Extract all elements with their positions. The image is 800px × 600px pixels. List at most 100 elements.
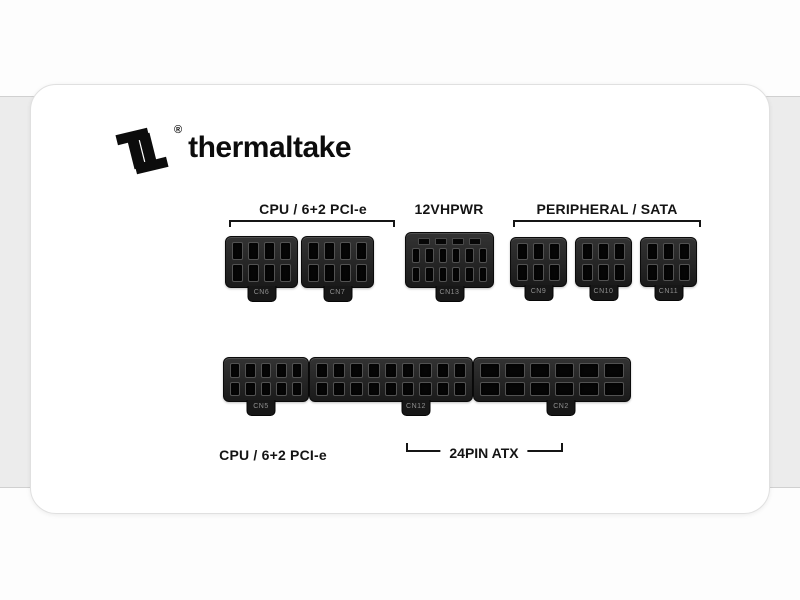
connector-CN7: CN7 — [301, 236, 374, 302]
pin-socket — [604, 363, 624, 378]
connector-tab-CN10: CN10 — [589, 285, 618, 301]
pin-socket — [232, 264, 243, 282]
pin-socket — [260, 381, 272, 396]
pin-socket — [425, 267, 434, 282]
pin-socket — [419, 381, 432, 396]
pin-socket — [529, 363, 550, 378]
tt-emblem-icon — [115, 127, 169, 175]
pin-socket — [333, 363, 346, 378]
pin-socket — [402, 381, 415, 396]
pin-socket — [280, 264, 291, 282]
connector-CN6: CN6 — [225, 236, 298, 302]
pin-socket — [340, 264, 351, 282]
pin-socket — [465, 248, 474, 263]
pin-socket — [402, 363, 415, 378]
pin-socket — [480, 363, 500, 378]
registered-mark: ® — [174, 124, 183, 136]
pin-socket — [549, 243, 560, 260]
pin-socket — [308, 242, 319, 260]
connector-tab-CN12: CN12 — [401, 400, 431, 416]
pin-socket — [598, 264, 609, 281]
pin-socket — [308, 264, 319, 282]
pin-socket — [533, 243, 544, 260]
pin-socket — [350, 381, 363, 396]
pin-socket — [280, 242, 291, 260]
pin-socket — [291, 363, 302, 378]
pin-socket — [465, 267, 474, 282]
pin-socket — [614, 264, 625, 281]
connector-CN9: CN9 — [510, 237, 567, 301]
pin-socket — [333, 381, 346, 396]
pin-socket — [604, 381, 624, 396]
pin-socket — [384, 381, 398, 396]
label-bottom-cpu-pcie: CPU / 6+2 PCI-e — [219, 447, 327, 463]
pin-socket — [316, 363, 329, 378]
label-top-cpu-pcie: CPU / 6+2 PCI-e — [259, 201, 367, 217]
label-12vhpwr: 12VHPWR — [414, 201, 484, 217]
pin-socket — [582, 264, 593, 281]
pin-socket — [451, 248, 461, 263]
pin-socket — [554, 363, 575, 378]
label-24pin-atx: 24PIN ATX — [440, 445, 528, 461]
pin-socket — [412, 267, 421, 282]
connector-CN13: CN13 — [405, 232, 494, 302]
connector-tab-CN11: CN11 — [654, 285, 683, 301]
pin-socket — [367, 381, 380, 396]
pin-socket — [582, 243, 593, 260]
pin-socket — [598, 243, 609, 260]
pin-socket — [529, 381, 550, 396]
pin-socket — [614, 243, 625, 260]
connector-tab-CN5: CN5 — [246, 400, 276, 416]
pin-socket — [554, 381, 575, 396]
pin-socket — [579, 363, 600, 378]
pin-socket — [663, 264, 674, 281]
pin-socket — [438, 267, 447, 282]
thermaltake-logo: ® thermaltake — [113, 124, 352, 177]
pin-socket — [276, 381, 287, 396]
pin-socket — [533, 264, 544, 281]
pin-socket — [425, 248, 434, 263]
pin-socket — [679, 264, 690, 281]
connector-tab-CN13: CN13 — [435, 286, 464, 302]
pin-socket — [350, 363, 363, 378]
pin-socket — [356, 264, 367, 282]
pin-socket — [264, 264, 275, 282]
pin-socket — [436, 363, 449, 378]
connector-CN12: CN12 — [309, 357, 473, 416]
pin-socket — [276, 363, 287, 378]
pin-socket — [245, 381, 256, 396]
connector-CN5: CN5 — [223, 357, 309, 416]
connector-tab-CN6: CN6 — [247, 286, 276, 302]
pin-socket — [579, 381, 600, 396]
pin-socket — [679, 243, 690, 260]
connector-tab-CN2: CN2 — [546, 400, 576, 416]
bracket-peripheral-sata — [513, 220, 701, 227]
pin-socket — [453, 381, 466, 396]
pin-socket — [324, 264, 335, 282]
sense-pin — [452, 238, 464, 245]
pin-socket — [291, 381, 302, 396]
pin-socket — [340, 242, 351, 260]
bottom-connector-row: CN5 CN12 CN2 — [31, 85, 769, 513]
label-peripheral-sata: PERIPHERAL / SATA — [536, 201, 678, 217]
connector-CN11: CN11 — [640, 237, 697, 301]
brand-wordmark: thermaltake — [188, 131, 352, 164]
sense-pin-row — [412, 238, 487, 245]
pin-socket — [438, 248, 447, 263]
pin-socket — [504, 363, 525, 378]
pin-socket — [248, 242, 259, 260]
pin-socket — [549, 264, 560, 281]
pin-socket — [230, 363, 241, 378]
pin-socket — [663, 243, 674, 260]
pin-socket — [356, 242, 367, 260]
bracket-top-cpu-pcie — [229, 220, 395, 227]
pin-socket — [517, 264, 528, 281]
pin-socket — [412, 248, 421, 263]
pin-socket — [316, 381, 329, 396]
pin-socket — [230, 381, 241, 396]
pin-socket — [232, 242, 243, 260]
sense-pin — [418, 238, 430, 245]
sense-pin — [469, 238, 481, 245]
pin-socket — [504, 381, 525, 396]
